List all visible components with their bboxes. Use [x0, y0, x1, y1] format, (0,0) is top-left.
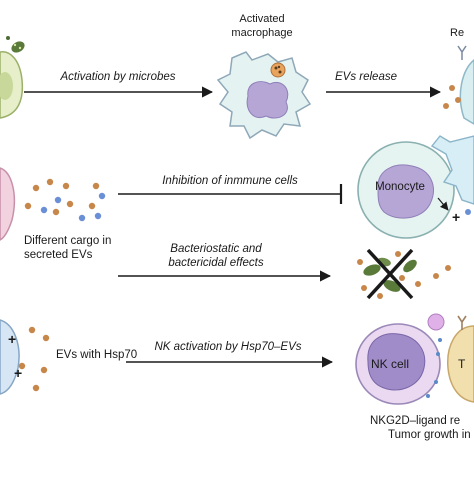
- nk-cell-label: NK cell: [371, 357, 409, 371]
- activated-macrophage: [216, 51, 312, 140]
- cross-icon: [366, 248, 414, 300]
- hsp70-evs: [18, 326, 50, 392]
- arrow-label-bacteriostatic-line2: bactericidal effects: [168, 257, 263, 269]
- ev-dot: [449, 85, 455, 91]
- microbe-dot: [6, 36, 10, 40]
- ev-dot: [443, 103, 449, 109]
- plus-icon: +: [452, 209, 460, 225]
- ev-cargo-cluster: [24, 178, 106, 222]
- left-cell-partial: [0, 51, 24, 119]
- tumor-label-partial: T: [458, 357, 466, 371]
- arrow-label-inhibition: Inhibition of inmmune cells: [162, 175, 298, 187]
- svg-text:+: +: [14, 365, 22, 381]
- killed-bacteria: [357, 251, 421, 299]
- bottom-label-line1: NKG2D–ligand re: [370, 415, 460, 427]
- ligand-icon: [427, 313, 467, 331]
- dendritic-cell-partial: [430, 135, 474, 205]
- svg-text:+: +: [452, 209, 460, 225]
- ev-dot: [465, 209, 471, 215]
- cargo-label-line1: Different cargo in: [24, 235, 111, 247]
- ev-dot: [445, 265, 451, 271]
- svg-text:+: +: [8, 331, 16, 347]
- monocyte-label: Monocyte: [375, 181, 425, 193]
- cargo-label-line2: secreted EVs: [24, 249, 93, 261]
- monocyte: [357, 141, 455, 239]
- arrow-label-bacteriostatic-line1: Bacteriostatic and: [170, 243, 262, 255]
- left-cell-partial-blue: [0, 319, 20, 395]
- ev-dot: [433, 273, 439, 279]
- bottom-label-line2: Tumor growth in: [388, 429, 471, 441]
- macrophage-label-line2: macrophage: [231, 27, 292, 39]
- evs-hsp70-label: EVs with Hsp70: [56, 349, 137, 361]
- nk-cell: [355, 323, 442, 405]
- plus-icon: + +: [8, 331, 22, 381]
- arrow-label-evs-release: EVs release: [335, 71, 397, 83]
- ev-dot: [455, 97, 461, 103]
- arrow-label-activation: Activation by microbes: [59, 71, 175, 83]
- right-cell-partial-top: [459, 59, 474, 125]
- arrow-label-nk-activation: NK activation by Hsp70–EVs: [154, 341, 301, 353]
- macrophage-label-line1: Activated: [239, 13, 284, 25]
- left-cell-partial-pink: [0, 167, 16, 241]
- tumor-cell-partial: [447, 325, 474, 403]
- receptor-icon: [457, 45, 467, 60]
- right-label-partial: Re: [450, 27, 464, 39]
- microbe-icon: [11, 41, 25, 53]
